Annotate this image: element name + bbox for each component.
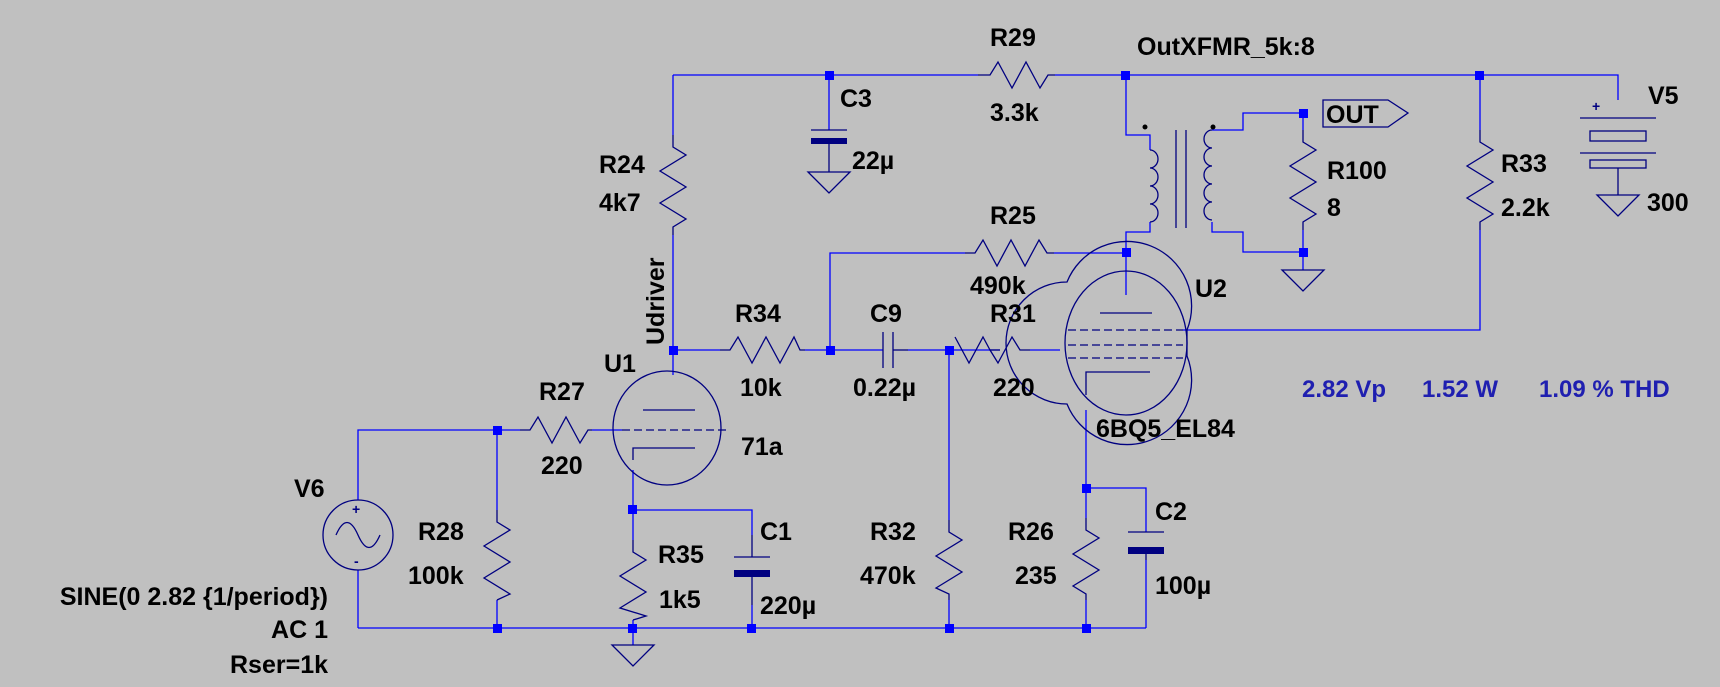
resistor-r100[interactable] — [1288, 130, 1318, 230]
r25-label: R25 — [990, 202, 1036, 230]
v5-value: 300 — [1647, 189, 1689, 217]
r28-value: 100k — [408, 562, 464, 590]
v5-label: V5 — [1648, 82, 1679, 110]
r35-value: 1k5 — [659, 586, 701, 614]
r24-label: R24 — [599, 151, 645, 179]
out-label: OUT — [1326, 101, 1379, 129]
ground-icon — [1280, 269, 1326, 292]
measurement-power: 1.52 W — [1422, 376, 1498, 403]
c9-value: 0.22µ — [853, 374, 916, 402]
tube-u2-icon[interactable] — [1005, 240, 1193, 446]
c3-value: 22µ — [852, 147, 894, 175]
wires — [357, 74, 1619, 645]
udriver-label: Udriver — [642, 257, 670, 345]
r27-value: 220 — [541, 452, 583, 480]
c1-label: C1 — [760, 518, 792, 546]
c1-value: 220µ — [760, 592, 816, 620]
svg-text:-: - — [354, 553, 359, 569]
r24-value: 4k7 — [599, 189, 641, 217]
capacitor-c9[interactable] — [882, 332, 908, 368]
u1-value: 71a — [741, 433, 784, 461]
component-labels: R29 3.3k OutXFMR_5k:8 C3 22µ R24 4k7 Udr… — [60, 24, 1689, 679]
transformer-icon[interactable] — [1142, 124, 1216, 229]
resistor-r25[interactable] — [965, 238, 1054, 268]
resistor-r29[interactable] — [978, 60, 1055, 90]
r34-label: R34 — [735, 300, 781, 328]
v6-rser: Rser=1k — [230, 651, 328, 679]
v6-value: SINE(0 2.82 {1/period}) — [60, 583, 328, 611]
resistor-r35[interactable] — [618, 540, 649, 621]
u1-label: U1 — [604, 350, 636, 378]
sine-source-v6-icon[interactable]: + - — [322, 499, 394, 571]
capacitor-c2[interactable] — [1128, 531, 1164, 560]
measurement-annotation: 2.82 Vp 1.52 W 1.09 % THD — [1302, 376, 1670, 403]
r26-value: 235 — [1015, 562, 1057, 590]
c2-label: C2 — [1155, 498, 1187, 526]
c9-label: C9 — [870, 300, 902, 328]
xfmr-label: OutXFMR_5k:8 — [1137, 33, 1315, 61]
resistor-r31[interactable] — [954, 335, 1030, 365]
v6-ac: AC 1 — [271, 616, 328, 644]
junction-dots — [493, 71, 1484, 633]
resistor-r27[interactable] — [520, 415, 592, 445]
resistor-r28[interactable] — [482, 510, 512, 601]
svg-text:+: + — [1592, 98, 1600, 114]
tube-u1-icon[interactable] — [612, 370, 730, 486]
r35-label: R35 — [658, 541, 704, 569]
capacitor-c1[interactable] — [734, 535, 770, 605]
resistor-r34[interactable] — [720, 335, 805, 365]
battery-v5-icon[interactable]: + — [1580, 98, 1656, 195]
r29-value: 3.3k — [990, 99, 1039, 127]
resistor-r24[interactable] — [658, 135, 688, 235]
capacitor-c3[interactable] — [811, 129, 847, 172]
r32-label: R32 — [870, 518, 916, 546]
u2-label: U2 — [1195, 275, 1227, 303]
r100-label: R100 — [1327, 157, 1387, 185]
ground-icon — [1595, 194, 1641, 217]
svg-text:+: + — [352, 501, 360, 517]
r33-value: 2.2k — [1501, 194, 1550, 222]
r32-value: 470k — [860, 562, 916, 590]
resistor-r26[interactable] — [1071, 518, 1101, 600]
r100-value: 8 — [1327, 194, 1341, 222]
measurement-vp: 2.82 Vp — [1302, 376, 1386, 403]
v6-label: V6 — [294, 475, 325, 503]
ground-icon — [806, 171, 852, 194]
r26-label: R26 — [1008, 518, 1054, 546]
u2-value: 6BQ5_EL84 — [1096, 415, 1235, 443]
r28-label: R28 — [418, 518, 464, 546]
measurement-thd: 1.09 % THD — [1539, 376, 1670, 403]
resistor-r32[interactable] — [934, 520, 964, 600]
c2-value: 100µ — [1155, 572, 1211, 600]
out-port-icon[interactable] — [1322, 99, 1410, 128]
r31-value: 220 — [993, 374, 1035, 402]
r34-value: 10k — [740, 374, 782, 402]
r33-label: R33 — [1501, 150, 1547, 178]
r31-label: R31 — [990, 300, 1036, 328]
r27-label: R27 — [539, 378, 585, 406]
r25-value: 490k — [970, 272, 1026, 300]
resistor-r33[interactable] — [1465, 130, 1495, 230]
c3-label: C3 — [840, 85, 872, 113]
r29-label: R29 — [990, 24, 1036, 52]
ground-icon — [610, 644, 656, 667]
